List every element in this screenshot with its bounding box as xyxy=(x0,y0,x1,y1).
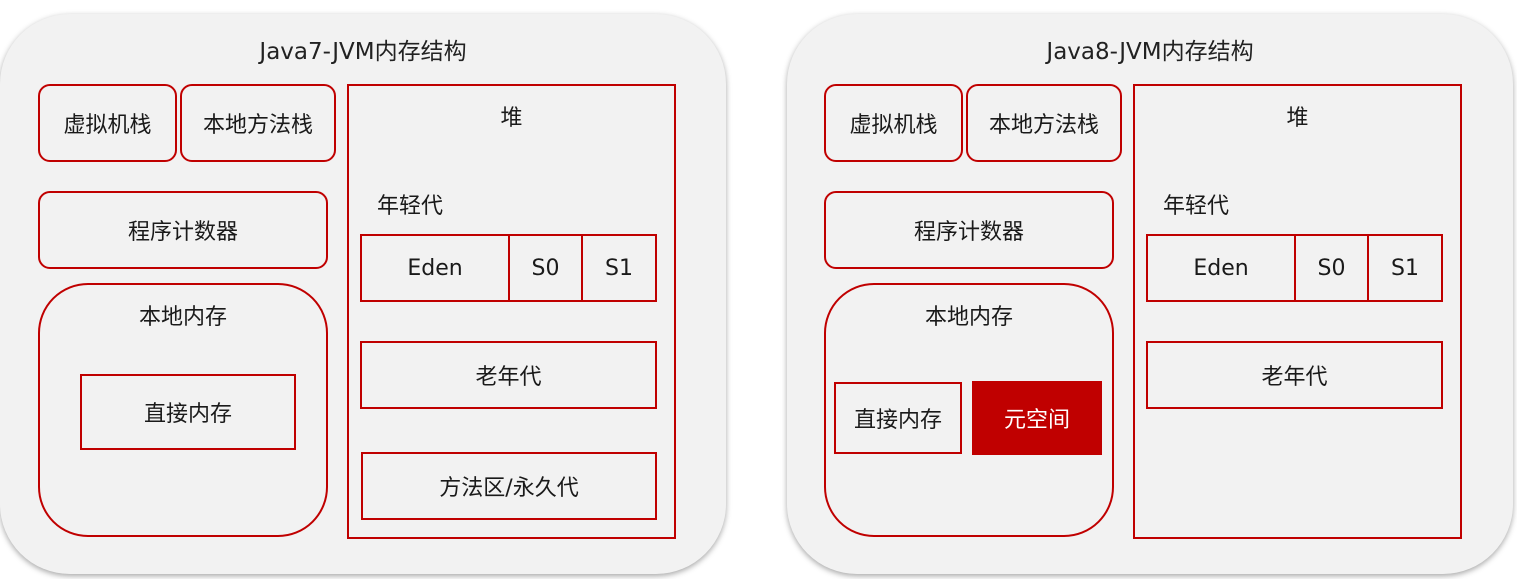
java7-s0-label: S0 xyxy=(531,255,560,281)
java8-s1-label: S1 xyxy=(1391,255,1419,281)
java8-metaspace-label: 元空间 xyxy=(1003,408,1070,433)
java7-native-method-stack-label: 本地方法栈 xyxy=(202,113,313,138)
java7-s1: S1 xyxy=(581,234,657,302)
java7-eden: Eden xyxy=(360,234,510,302)
java7-s1-label: S1 xyxy=(605,255,633,281)
java7-old-gen-label: 老年代 xyxy=(475,365,542,390)
java8-vm-stack: 虚拟机栈 xyxy=(824,84,963,162)
java8-direct-memory-label: 直接内存 xyxy=(853,408,942,433)
java7-direct-memory: 直接内存 xyxy=(80,374,296,450)
java8-direct-memory: 直接内存 xyxy=(834,382,962,454)
java7-native-memory: 本地内存 直接内存 xyxy=(38,283,328,537)
java8-eden-label: Eden xyxy=(1193,255,1249,281)
java8-old-gen: 老年代 xyxy=(1146,341,1443,409)
java8-program-counter: 程序计数器 xyxy=(824,191,1114,269)
java8-vm-stack-label: 虚拟机栈 xyxy=(849,113,938,138)
java7-vm-stack-label: 虚拟机栈 xyxy=(63,113,152,138)
java8-heap: 堆 年轻代 Eden S0 S1 老年代 xyxy=(1133,84,1462,539)
java7-program-counter-label: 程序计数器 xyxy=(127,220,238,245)
java8-s1: S1 xyxy=(1367,234,1443,302)
java7-method-area: 方法区/永久代 xyxy=(361,452,657,520)
java8-metaspace: 元空间 xyxy=(972,381,1102,455)
java7-vm-stack: 虚拟机栈 xyxy=(38,84,177,162)
java8-title: Java8-JVM内存结构 xyxy=(1046,39,1254,65)
java7-s0: S0 xyxy=(508,234,583,302)
java8-program-counter-label: 程序计数器 xyxy=(913,220,1024,245)
java8-s0-label: S0 xyxy=(1317,255,1346,281)
java8-panel: Java8-JVM内存结构 虚拟机栈 本地方法栈 程序计数器 本地内存 直接内存… xyxy=(787,14,1513,574)
java8-native-memory-label: 本地内存 xyxy=(924,305,1013,330)
java8-native-memory: 本地内存 直接内存 元空间 xyxy=(824,283,1114,537)
java7-title: Java7-JVM内存结构 xyxy=(259,39,467,65)
java8-heap-label: 堆 xyxy=(1286,106,1309,131)
java7-native-method-stack: 本地方法栈 xyxy=(180,84,336,162)
java7-method-area-label: 方法区/永久代 xyxy=(439,476,579,501)
java7-old-gen: 老年代 xyxy=(360,341,657,409)
java8-young-gen-label: 年轻代 xyxy=(1163,194,1230,219)
java8-native-method-stack: 本地方法栈 xyxy=(966,84,1122,162)
java7-program-counter: 程序计数器 xyxy=(38,191,328,269)
java7-direct-memory-label: 直接内存 xyxy=(143,402,232,427)
java7-eden-label: Eden xyxy=(407,255,463,281)
java8-s0: S0 xyxy=(1294,234,1369,302)
java7-heap-label: 堆 xyxy=(500,106,523,131)
java7-panel: Java7-JVM内存结构 虚拟机栈 本地方法栈 程序计数器 本地内存 直接内存… xyxy=(0,14,726,574)
java8-old-gen-label: 老年代 xyxy=(1261,365,1328,390)
java7-young-gen-label: 年轻代 xyxy=(377,194,444,219)
java8-native-method-stack-label: 本地方法栈 xyxy=(988,113,1099,138)
java8-eden: Eden xyxy=(1146,234,1296,302)
java7-heap: 堆 年轻代 Eden S0 S1 老年代 方法区/永久代 xyxy=(347,84,676,539)
java7-native-memory-label: 本地内存 xyxy=(138,305,227,330)
